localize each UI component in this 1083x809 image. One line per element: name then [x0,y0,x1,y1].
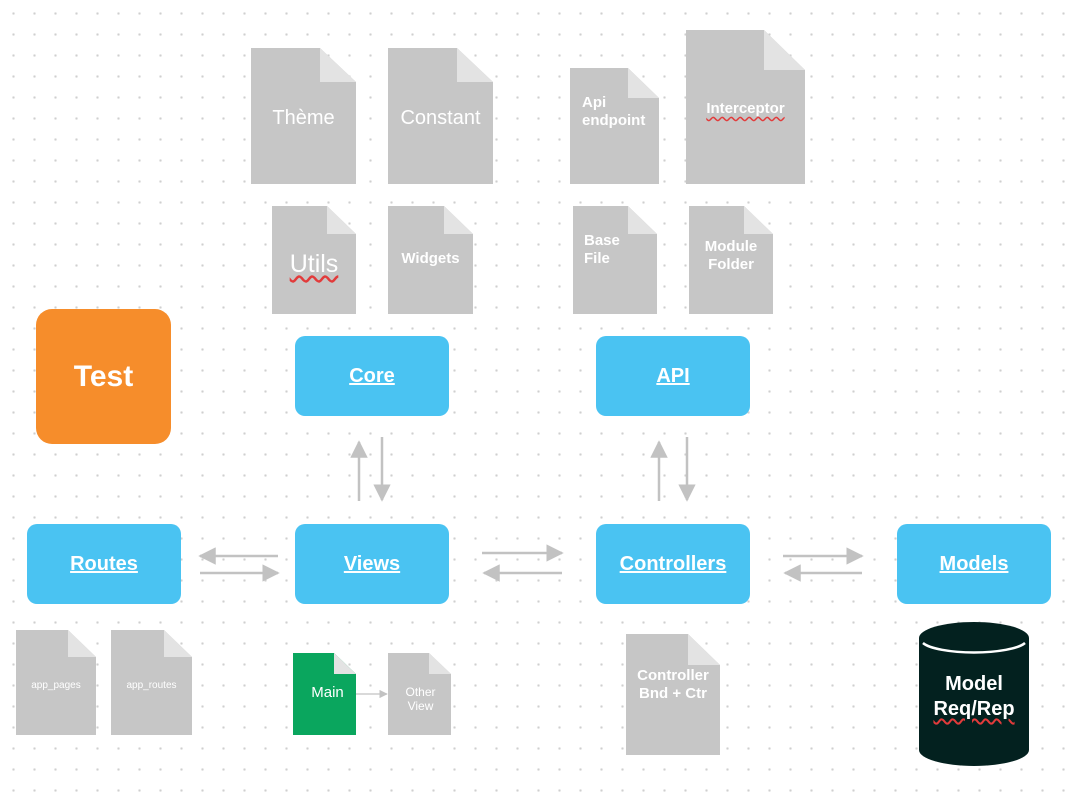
doc-widgets[interactable]: Widgets [388,206,473,314]
database-cylinder-icon [919,622,1029,766]
doc-interceptor[interactable]: Interceptor [686,30,805,184]
doc-base-file[interactable]: Base File [573,206,657,314]
doc-constant-label: Constant [400,107,481,129]
doc-utils[interactable]: Utils [272,206,356,314]
doc-widgets-label: Widgets [401,250,460,267]
doc-app-routes[interactable]: app_routes [111,630,192,735]
doc-module-folder-label: Module Folder [704,238,758,273]
doc-main[interactable]: Main [293,653,356,735]
doc-app-routes-label: app_routes [126,679,177,691]
test-box[interactable]: Test [36,309,171,444]
routes-box[interactable]: Routes [27,524,181,604]
core-box[interactable]: Core [295,336,449,416]
controllers-box[interactable]: Controllers [596,524,750,604]
doc-app-pages[interactable]: app_pages [16,630,96,735]
doc-theme[interactable]: Thème [251,48,356,184]
doc-other-view-label: Other View [405,684,436,713]
api-box[interactable]: API [596,336,750,416]
doc-interceptor-label: Interceptor [706,100,785,117]
doc-api-endpoint[interactable]: Api endpoint [570,68,659,184]
views-box[interactable]: Views [295,524,449,604]
doc-module-folder[interactable]: Module Folder [689,206,773,314]
doc-utils-label: Utils [289,250,339,278]
doc-other-view[interactable]: Other View [388,653,451,735]
database-label-line2: Req/Rep [933,698,1015,720]
doc-api-endpoint-label: Api endpoint [582,94,646,129]
doc-base-file-label: Base File [584,232,620,267]
doc-constant[interactable]: Constant [388,48,493,184]
doc-app-pages-label: app_pages [31,679,81,691]
doc-theme-label: Thème [272,107,335,129]
doc-main-label: Main [311,684,344,701]
models-box[interactable]: Models [897,524,1051,604]
model-database[interactable]: Model Req/Rep [919,622,1029,766]
doc-controller-bnd[interactable]: Controller Bnd + Ctr [626,634,720,755]
doc-controller-bnd-label: Controller Bnd + Ctr [637,666,709,702]
database-label-line1: Model [945,673,1003,695]
